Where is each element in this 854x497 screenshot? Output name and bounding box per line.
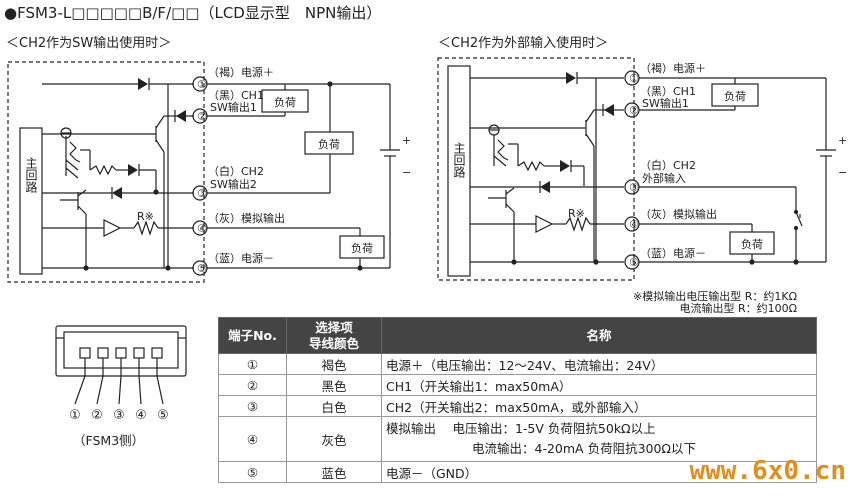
header-terminal-no: 端子No. <box>218 317 287 354</box>
main-circuit-label: 主回路 <box>452 142 466 179</box>
battery-plus: + <box>402 134 411 147</box>
table-row: ③ 白色 CH2（开关输出2：max50mA，或外部输入） <box>218 395 817 417</box>
load-label: 负荷 <box>318 137 340 151</box>
main-circuit-block <box>447 65 471 277</box>
battery-minus: − <box>402 166 411 179</box>
terminal-label-2: 外部输入 <box>642 171 686 185</box>
diagram-heading-ext: ＜CH2作为外部输入使用时＞ <box>438 36 609 51</box>
resistor-label: R※ <box>568 207 585 220</box>
terminal-num: ② <box>197 110 207 123</box>
circuit-right <box>437 57 836 281</box>
terminal-label: （灰）模拟输出 <box>640 207 717 221</box>
terminal-label: （白）CH2 <box>208 164 264 178</box>
diagram-heading-sw: ＜CH2作为SW输出使用时＞ <box>6 36 172 51</box>
terminal-label-2: SW输出1 <box>210 100 257 114</box>
table-row: ④ 灰色 模拟输出 电压输出：1-5V 负荷阻抗50kΩ以上电流输出：4-20m… <box>218 416 817 462</box>
terminal-label: （蓝）电源－ <box>640 246 706 260</box>
pin-num: ③ <box>113 408 125 423</box>
terminal-num: ⑤ <box>197 262 207 275</box>
header-wire-color: 选择项导线颜色 <box>286 317 382 354</box>
main-circuit-label: 主回路 <box>24 157 38 194</box>
pin-num: ⑤ <box>157 408 169 423</box>
pin-num: ② <box>91 408 103 423</box>
terminal-label-2: SW输出1 <box>642 96 689 110</box>
connector-drawing: ① ② ③ ④ ⑤ <box>55 325 187 423</box>
terminal-label-2: SW输出2 <box>210 177 257 191</box>
battery-minus: − <box>838 166 847 179</box>
pin-num: ① <box>69 408 81 423</box>
terminal-label: （褐）电源＋ <box>640 61 706 75</box>
terminal-label: （灰）模拟输出 <box>208 211 285 225</box>
pin-num: ④ <box>135 408 147 423</box>
table-row: ⑤ 蓝色 电源－（GND） <box>218 461 817 483</box>
battery-plus: + <box>838 134 847 147</box>
terminal-num: ⑤ <box>629 256 639 269</box>
header-name: 名称 <box>381 317 817 354</box>
terminal-num: ③ <box>197 187 207 200</box>
terminal-num: ④ <box>197 222 207 235</box>
terminal-label: （蓝）电源－ <box>208 251 274 265</box>
terminal-label: （白）CH2 <box>640 158 696 172</box>
main-circuit-block <box>19 127 43 275</box>
terminal-label: （褐）电源＋ <box>208 65 274 79</box>
connector-pins <box>74 347 164 405</box>
terminal-num: ③ <box>629 181 639 194</box>
circuit-left: 主回路 <box>7 61 400 283</box>
load-label: 负荷 <box>351 241 373 255</box>
pin-assignment-table: 端子No. 选择项导线颜色 名称 ① 褐色 电源＋（电压输出：12～24V、电流… <box>218 317 817 483</box>
watermark: www.6x0.cn <box>689 456 846 486</box>
wiring-diagrams: 主回路 <box>7 57 847 283</box>
terminal-label: （黑）CH1 <box>640 85 696 98</box>
connector-caption: （FSM3侧） <box>73 433 145 448</box>
table-row: ① 褐色 电源＋（电压输出：12～24V、电流输出：24V） <box>218 353 817 375</box>
load-label: 负荷 <box>741 237 763 251</box>
footnote-voltage: ※模拟输出电压输出型 R：约1KΩ <box>633 290 797 303</box>
terminal-num: ② <box>629 104 639 117</box>
terminal-num: ① <box>197 78 207 91</box>
terminal-num: ① <box>629 72 639 85</box>
sensor-box <box>437 57 635 281</box>
terminal-circles-left <box>192 76 208 276</box>
resistor-label: R※ <box>137 210 154 223</box>
footnote-current: 电流输出型 R：约100Ω <box>679 302 797 315</box>
terminal-label: （黑）CH1 <box>208 89 264 102</box>
sensor-box <box>7 61 205 283</box>
load-label: 负荷 <box>274 95 296 109</box>
table-row: ② 黑色 CH1（开关输出1：max50mA） <box>218 374 817 396</box>
terminal-circles-right <box>624 70 640 270</box>
terminal-num: ④ <box>629 218 639 231</box>
page-title: ●FSM3-L□□□□□B/F/□□（LCD显示型 NPN输出） <box>4 4 382 22</box>
load-label: 负荷 <box>724 89 746 103</box>
